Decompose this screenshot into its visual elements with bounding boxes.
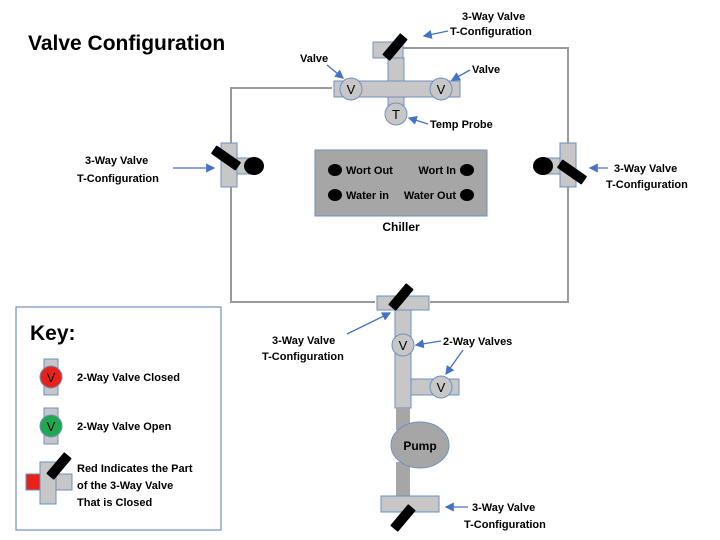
svg-text:V: V <box>47 370 56 385</box>
valve-handle <box>211 145 241 171</box>
label-tee-bottom-2: T-Configuration <box>464 519 546 531</box>
svg-text:T: T <box>392 107 400 122</box>
tee-top <box>333 33 461 108</box>
key-closed-valve: V 2-Way Valve Closed <box>39 358 180 396</box>
valve-handle <box>388 283 414 311</box>
valve-handle <box>390 504 416 532</box>
svg-text:V: V <box>437 82 446 97</box>
label-tee-left-2: T-Configuration <box>77 173 159 185</box>
key-open-valve: V 2-Way Valve Open <box>39 407 172 445</box>
valve-handle <box>557 159 587 185</box>
label-tee-mid-2: T-Configuration <box>262 351 344 363</box>
tee-right <box>533 142 587 188</box>
port-water-out: Water Out <box>404 190 456 202</box>
key-three-way-3: That is Closed <box>77 497 152 509</box>
label-tee-top-1: 3-Way Valve <box>462 11 525 23</box>
key-title: Key: <box>30 322 76 345</box>
tee-left <box>211 142 264 188</box>
svg-text:V: V <box>47 419 56 434</box>
port-wort-in: Wort In <box>418 165 456 177</box>
chiller-label: Chiller <box>382 220 420 234</box>
label-tee-bottom-1: 3-Way Valve <box>472 502 535 514</box>
label-valve-right: Valve <box>472 64 500 76</box>
valve-pump-upper: V <box>391 333 415 357</box>
label-tee-right-2: T-Configuration <box>606 179 688 191</box>
valve-handle <box>382 33 408 61</box>
label-temp-probe: Temp Probe <box>430 119 493 131</box>
label-tee-left-1: 3-Way Valve <box>85 155 148 167</box>
valve-top-left: V <box>339 77 363 101</box>
svg-text:V: V <box>347 82 356 97</box>
port-water-in: Water in <box>346 190 389 202</box>
chiller: Wort Out Water in Wort In Water Out <box>314 149 488 217</box>
label-valve-left: Valve <box>300 53 328 65</box>
page-title: Valve Configuration <box>28 32 225 55</box>
temp-probe: T <box>384 102 408 126</box>
pump-line <box>376 283 460 532</box>
valve-pump-side: V <box>429 375 453 399</box>
key-closed-label: 2-Way Valve Closed <box>77 372 180 384</box>
svg-text:Pump: Pump <box>403 439 436 453</box>
port-wort-out: Wort Out <box>346 165 393 177</box>
key-three-way: Red Indicates the Part of the 3-Way Valv… <box>25 452 193 509</box>
label-tee-mid-1: 3-Way Valve <box>272 335 335 347</box>
piping-loop <box>230 47 569 303</box>
svg-text:V: V <box>399 338 408 353</box>
key-open-label: 2-Way Valve Open <box>77 421 172 433</box>
label-tee-top-2: T-Configuration <box>450 26 532 38</box>
key-three-way-1: Red Indicates the Part <box>77 463 193 475</box>
svg-text:V: V <box>437 380 446 395</box>
pump: Pump <box>390 421 450 469</box>
label-tee-right-1: 3-Way Valve <box>614 163 677 175</box>
key-three-way-2: of the 3-Way Valve <box>77 480 173 492</box>
key-legend: Key: V 2-Way Valve Closed V 2-Way Valve … <box>15 306 222 531</box>
label-two-way-valves: 2-Way Valves <box>443 336 512 348</box>
valve-top-right: V <box>429 77 453 101</box>
